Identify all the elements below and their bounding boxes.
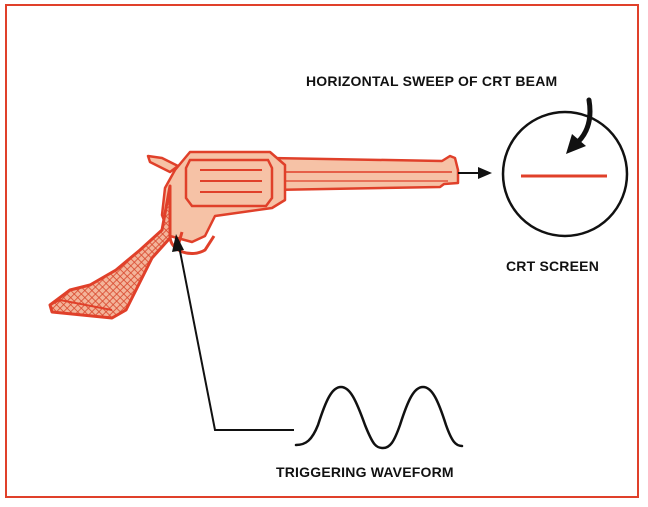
revolver-grip <box>50 186 170 318</box>
triggering-waveform <box>296 387 462 448</box>
revolver-cylinder <box>186 160 272 206</box>
triggering-waveform-label: TRIGGERING WAVEFORM <box>276 464 454 480</box>
revolver-illustration <box>50 152 458 318</box>
crt-screen <box>503 112 627 236</box>
revolver-barrel <box>270 156 458 190</box>
trigger-leader-arrow <box>172 234 294 430</box>
muzzle-arrow <box>458 167 492 179</box>
crt-screen-label: CRT SCREEN <box>506 258 599 274</box>
sweep-label: HORIZONTAL SWEEP OF CRT BEAM <box>306 73 557 89</box>
revolver-hammer <box>148 156 178 172</box>
